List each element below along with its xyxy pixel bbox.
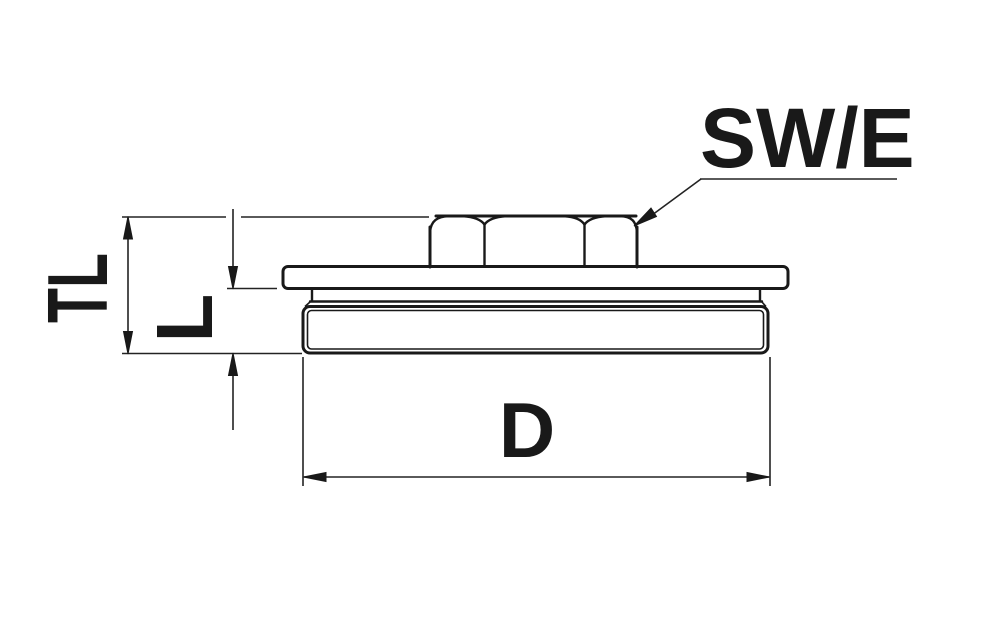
tl-arrowhead-up-icon [122,216,134,240]
threaded-body [301,305,770,355]
thread-inner-line [306,309,765,350]
dimension-tl: TL [31,216,429,355]
plug-side-view [281,214,790,355]
sealing-collar [304,287,767,308]
label-total-length: TL [31,253,126,323]
l-arrowhead-down-icon [227,266,239,290]
label-thread-length: L [140,294,229,343]
swe-leader-line [647,178,702,219]
leader-swe: SW/E [633,91,915,227]
collar-chamfer-right [761,301,767,308]
dimension-l: L [140,209,277,430]
collar-chamfer-left [304,301,311,308]
hex-head [428,214,639,269]
d-arrowhead-left-icon [303,471,327,483]
label-wrench-size: SW/E [700,91,915,185]
label-diameter: D [499,386,555,474]
swe-arrowhead-icon [633,207,658,227]
tl-arrowhead-down-icon [122,331,134,355]
dimension-d: D [302,357,771,486]
d-arrowhead-right-icon [746,471,770,483]
l-arrowhead-up-icon [227,352,239,376]
flange-plate [281,265,790,290]
thread-outer-outline [301,305,770,355]
hex-head-chamfer-arcs [428,215,639,234]
